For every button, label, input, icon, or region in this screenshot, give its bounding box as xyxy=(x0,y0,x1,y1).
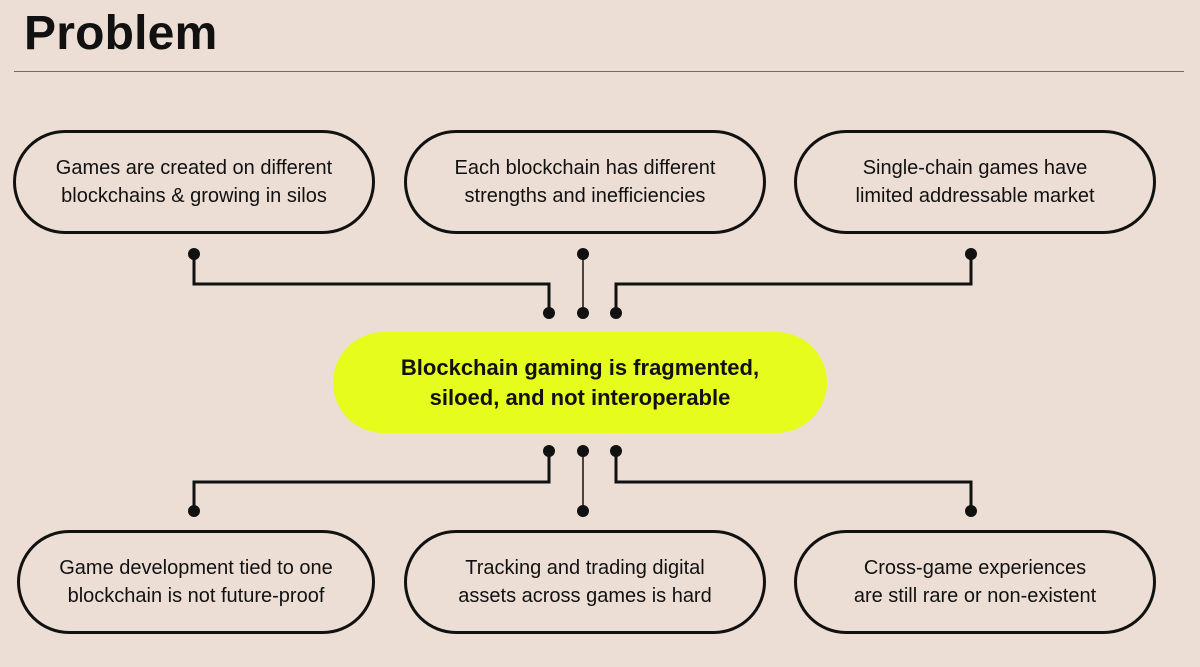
connector-bottom-right xyxy=(614,451,973,511)
connector-dot xyxy=(577,445,589,457)
connector-dot xyxy=(577,505,589,517)
connector-dot xyxy=(965,248,977,260)
connector-dot xyxy=(188,505,200,517)
central-problem: Blockchain gaming is fragmented, siloed,… xyxy=(333,332,827,433)
problem-asset-tracking: Tracking and trading digital assets acro… xyxy=(404,530,766,634)
connector-dot xyxy=(543,307,555,319)
connector-dot xyxy=(965,505,977,517)
title-divider xyxy=(14,71,1184,72)
connector-bottom-left xyxy=(192,451,551,511)
connector-dot xyxy=(543,445,555,457)
problem-silos: Games are created on different blockchai… xyxy=(13,130,375,234)
problem-future-proof: Game development tied to one blockchain … xyxy=(17,530,375,634)
page-title: Problem xyxy=(24,7,218,60)
connector-dot xyxy=(188,248,200,260)
connector-dot xyxy=(577,248,589,260)
problem-market: Single-chain games have limited addressa… xyxy=(794,130,1156,234)
connector-dot xyxy=(610,307,622,319)
connector-dot xyxy=(577,307,589,319)
connector-dot xyxy=(610,445,622,457)
connector-top-left xyxy=(192,254,551,313)
problem-cross-game: Cross-game experiences are still rare or… xyxy=(794,530,1156,634)
connector-top-right xyxy=(614,254,973,313)
problem-strengths: Each blockchain has different strengths … xyxy=(404,130,766,234)
